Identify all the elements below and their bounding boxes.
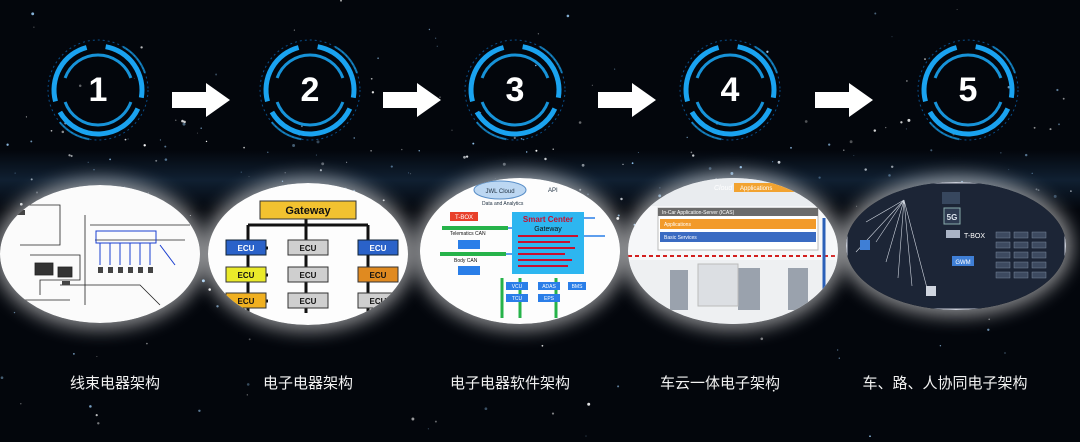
thumbnail-car-cloud: Cloud Applications In-Car Application-Se… bbox=[628, 178, 838, 324]
v2x-diagram: 5G T-BOX GWM bbox=[846, 182, 1066, 310]
ecu-label: ECU bbox=[300, 271, 317, 280]
ecu-eps: EPS bbox=[544, 296, 555, 302]
cloud-label: JWL Cloud bbox=[485, 189, 514, 195]
step-number: 4 bbox=[720, 71, 740, 109]
ecu-adas: ADAS bbox=[542, 284, 556, 290]
ring-icon bbox=[259, 39, 361, 141]
icas-header: In-Car Application-Server (ICAS) bbox=[662, 210, 735, 216]
caption-step-1: 线束电器架构 bbox=[69, 374, 160, 392]
arrow-right-icon bbox=[172, 83, 230, 117]
layer-basic-services: Basic Services bbox=[664, 235, 697, 241]
ecu-label: ECU bbox=[370, 244, 387, 253]
ecu-label: ECU bbox=[238, 271, 255, 280]
car-cloud-diagram: Cloud Applications In-Car Application-Se… bbox=[628, 178, 838, 324]
fiveg-label: 5G bbox=[947, 213, 958, 222]
smart-center-diagram: JWL Cloud API Data and Analytics Smart C… bbox=[420, 178, 620, 324]
step-3-ring: 3 bbox=[460, 35, 570, 145]
telematics-can-label: Telematics CAN bbox=[450, 231, 486, 237]
step-2-ring: 2 bbox=[255, 35, 365, 145]
caption-step-4: 车云一体电子架构 bbox=[659, 374, 780, 392]
ota-label: Data and Analytics bbox=[482, 201, 524, 207]
step-number: 3 bbox=[505, 71, 525, 109]
ring-icon bbox=[464, 39, 566, 141]
tbox-label: T-BOX bbox=[964, 233, 985, 240]
ring-icon bbox=[47, 39, 149, 141]
ecu-label: ECU bbox=[370, 297, 387, 306]
step-5-ring: 5 bbox=[913, 35, 1023, 145]
cloud-label: Cloud bbox=[714, 185, 733, 192]
harness-schematic-image bbox=[0, 185, 200, 323]
step-4-ring: 4 bbox=[675, 35, 785, 145]
center-title: Smart Center bbox=[523, 215, 573, 224]
ring-icon bbox=[917, 39, 1019, 141]
gateway-ecu-diagram: Gateway ECU ECU ECU ECU ECU ECU ECU ECU … bbox=[208, 183, 408, 325]
body-can-label: Body CAN bbox=[454, 258, 478, 264]
step-1-ring: 1 bbox=[43, 35, 153, 145]
ecu-label: ECU bbox=[370, 271, 387, 280]
ecu-label: ECU bbox=[300, 297, 317, 306]
applications-badge: Applications bbox=[740, 186, 772, 192]
thumbnail-smart-center: JWL Cloud API Data and Analytics Smart C… bbox=[420, 178, 620, 324]
thumbnail-wiring-harness bbox=[0, 185, 200, 323]
arrow-right-icon bbox=[598, 83, 656, 117]
thumbnail-gateway-ecu: Gateway ECU ECU ECU ECU ECU ECU ECU ECU … bbox=[208, 183, 408, 325]
center-subtitle: Gateway bbox=[534, 226, 562, 233]
ecu-label: ECU bbox=[238, 244, 255, 253]
ecu-label: ECU bbox=[300, 244, 317, 253]
caption-step-5: 车、路、人协同电子架构 bbox=[862, 374, 1028, 392]
ecu-tcu: TCU bbox=[512, 296, 523, 302]
arrow-right-icon bbox=[815, 83, 873, 117]
api-label: API bbox=[548, 188, 558, 194]
arrow-right-icon bbox=[383, 83, 441, 117]
gwm-label: GWM bbox=[955, 260, 970, 266]
layer-applications: Applications bbox=[664, 222, 691, 228]
caption-step-2: 电子电器架构 bbox=[262, 374, 353, 392]
gateway-label: Gateway bbox=[285, 205, 331, 217]
thumbnail-v2x: 5G T-BOX GWM bbox=[846, 182, 1066, 310]
ecu-bms: BMS bbox=[572, 284, 584, 290]
step-number: 2 bbox=[300, 71, 320, 109]
step-number: 1 bbox=[88, 71, 108, 109]
ecu-vcu: VCU bbox=[512, 284, 523, 290]
ecu-label: ECU bbox=[238, 297, 255, 306]
caption-step-3: 电子电器软件架构 bbox=[449, 374, 570, 392]
step-number: 5 bbox=[958, 71, 978, 109]
ring-icon bbox=[679, 39, 781, 141]
tbox-label: T-BOX bbox=[455, 215, 473, 221]
